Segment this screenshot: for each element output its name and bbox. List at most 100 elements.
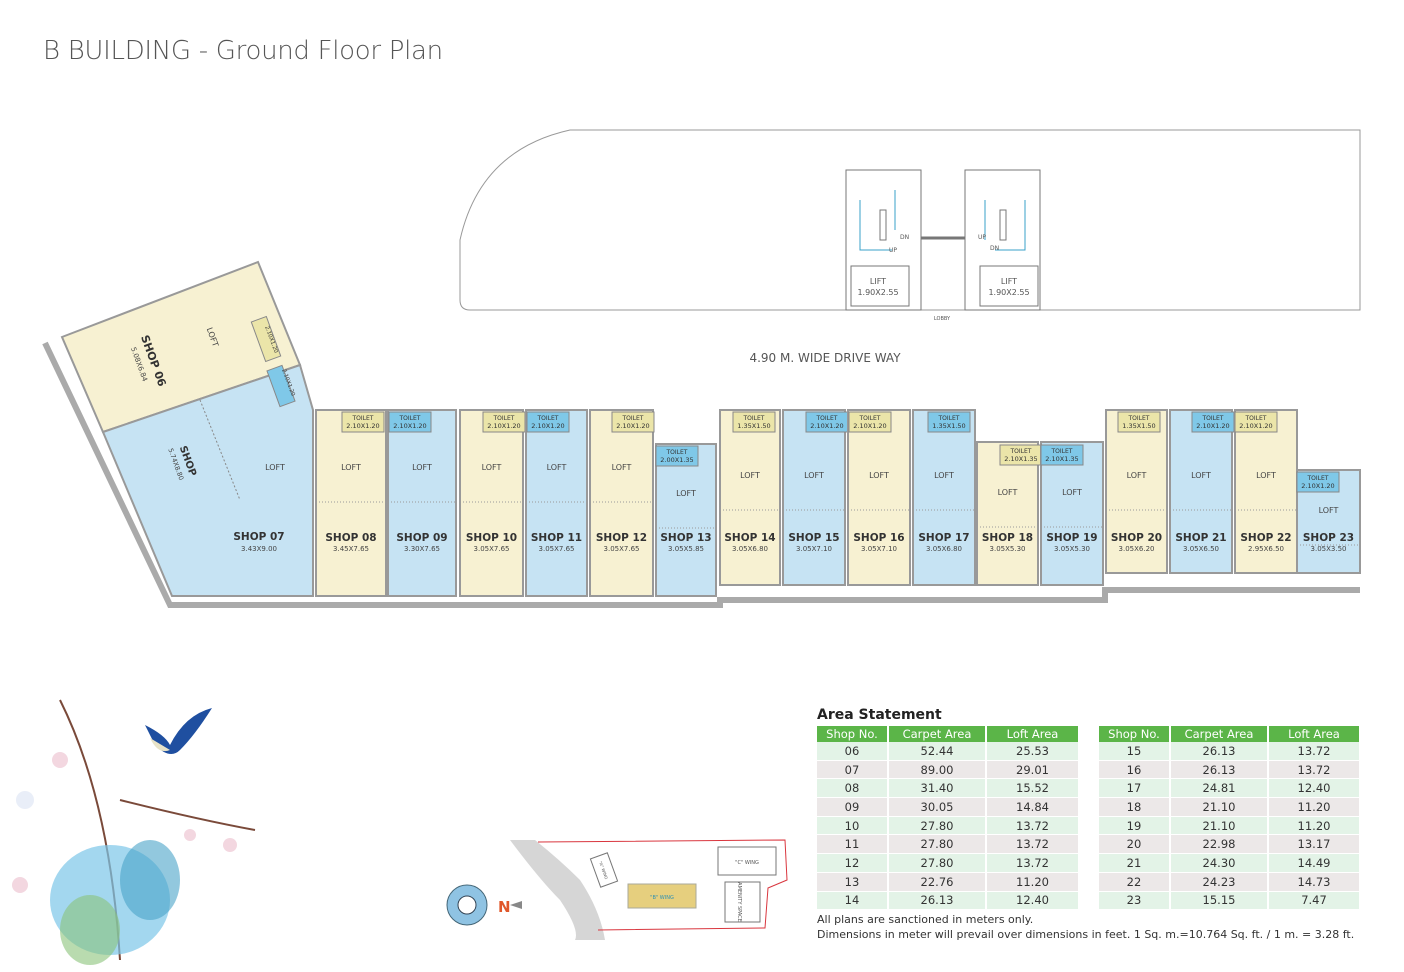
shop-area: [1040, 441, 1104, 586]
outer-wall: [42, 341, 1360, 608]
cell-loft-area: 14.84: [986, 797, 1080, 817]
toilet: [526, 411, 570, 433]
toilet: [1234, 411, 1278, 433]
shop-name: SHOP 23: [1303, 532, 1354, 544]
toilet-dims: 2.10X1.35: [1045, 455, 1078, 463]
shop-dims: 3.05X5.85: [668, 545, 704, 553]
shop-dims: 3.05X7.10: [861, 545, 897, 553]
toilet-dims: 1.35X1.50: [737, 422, 770, 430]
shop-name: SHOP 21: [1175, 532, 1226, 544]
toilet-label: TOILET: [859, 415, 881, 422]
loft-label: LOFT: [412, 463, 432, 472]
toilet-dims: 2.10X1.20: [810, 422, 843, 430]
toilet-label: TOILET: [352, 415, 374, 422]
cell-loft-area: 11.20: [986, 872, 1080, 892]
cell-shop-no: 09: [817, 797, 889, 817]
shop-area: [847, 409, 911, 586]
cell-shop-no: 18: [1099, 797, 1171, 817]
loft-label: LOFT: [265, 463, 285, 472]
cell-shop-no: 06: [817, 742, 889, 761]
toilet-dims: 2.10X1.20: [487, 422, 520, 430]
cell-carpet-area: 30.05: [888, 797, 987, 817]
cell-loft-area: 11.20: [1268, 816, 1361, 836]
shop-dims: 3.05X7.10: [796, 545, 832, 553]
shop-dims: 3.05X5.30: [1054, 545, 1090, 553]
cell-shop-no: 13: [817, 872, 889, 892]
cell-shop-no: 23: [1099, 891, 1171, 911]
toilet-label: TOILET: [537, 415, 559, 422]
cell-loft-area: 13.72: [1268, 742, 1361, 761]
cell-shop-no: 08: [817, 778, 889, 799]
lift-dims: 1.90X2.55: [857, 288, 898, 297]
shop-area: [1169, 409, 1233, 574]
cell-carpet-area: 27.80: [888, 816, 987, 836]
shop-area: [782, 409, 846, 586]
stair-up-label: UP: [978, 234, 986, 241]
toilet: [655, 445, 699, 467]
loft-label: LOFT: [1127, 471, 1147, 480]
toilet-label: TOILET: [1128, 415, 1150, 422]
cell-carpet-area: 22.76: [888, 872, 987, 892]
cell-shop-no: 19: [1099, 816, 1171, 836]
shop-dims: 3.05X7.65: [539, 545, 575, 553]
shop-dims: 3.05X6.80: [732, 545, 768, 553]
shop-area: [525, 409, 588, 597]
lobby-label: LOBBY: [934, 316, 951, 322]
toilet-label: TOILET: [1010, 448, 1032, 455]
cell-loft-area: 25.53: [986, 742, 1080, 761]
shop-name: SHOP 10: [466, 532, 517, 544]
shop-name: SHOP 13: [660, 532, 711, 544]
toilet-label: TOILET: [938, 415, 960, 422]
shop-dims: 2.95X6.50: [1248, 545, 1284, 553]
toilet-label: TOILET: [493, 415, 515, 422]
cell-carpet-area: 22.98: [1170, 834, 1269, 855]
shop-name: SHOP 18: [982, 532, 1033, 544]
shop-name: SHOP 17: [918, 532, 969, 544]
header-carpet-area: Carpet Area: [1170, 726, 1269, 742]
loft-label: LOFT: [1319, 506, 1339, 515]
shop-dims: 3.05X6.20: [1119, 545, 1155, 553]
cell-carpet-area: 26.13: [888, 891, 987, 911]
shop-dims: 3.05X6.50: [1183, 545, 1219, 553]
stair-up-label: UP: [889, 247, 897, 254]
toilet: [1296, 471, 1340, 493]
toilet-dims: 2.10X1.20: [346, 422, 379, 430]
shop-area: [1105, 409, 1168, 574]
toilet-label: TOILET: [622, 415, 644, 422]
shop-area: [912, 409, 976, 586]
amenity-label: AMENITY SPACE: [736, 882, 742, 922]
stair-core-right: [964, 169, 1041, 311]
shop-area: [459, 409, 524, 597]
toilet: [1040, 444, 1084, 466]
toilet: [266, 364, 296, 408]
b-wing-block: [627, 883, 697, 909]
cell-carpet-area: 21.10: [1170, 797, 1269, 817]
cell-carpet-area: 24.30: [1170, 853, 1269, 873]
toilet-dims: 2.10X1.35: [1004, 455, 1037, 463]
toilet: [848, 411, 892, 433]
cell-loft-area: 13.72: [986, 816, 1080, 836]
